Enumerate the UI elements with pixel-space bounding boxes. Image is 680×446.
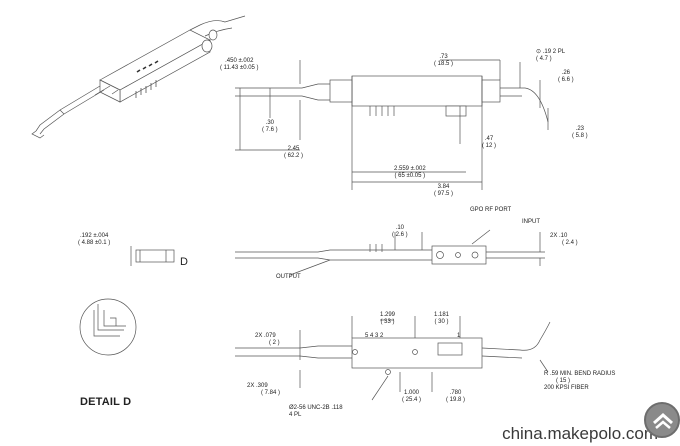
dim-47-value: .47 [484, 136, 494, 142]
dim-30-value: .30 [265, 120, 274, 126]
dim-2x10-prefix: 2X [550, 233, 558, 239]
dim-23-value: .23 [575, 126, 584, 132]
dim-079-value: .079 [264, 333, 276, 339]
dim-384-value: 3.84 [437, 184, 450, 190]
dim-23-label: .23 ( 5.8 ) [572, 126, 588, 140]
thread-label: Ø2-56 UNC-2B .118 4 PL [289, 405, 343, 419]
dim-309-value: .309 [256, 383, 268, 389]
dim-245-label: 2.45 ( 62.2 ) [284, 146, 303, 160]
thread-count: 4 PL [289, 412, 302, 418]
chevron-up-icon [653, 412, 673, 429]
output-label: OUTPUT [276, 274, 301, 280]
top-view [235, 59, 549, 190]
dim-079-label: 2X .079 ( 2 ) [255, 333, 280, 347]
isometric-view [31, 15, 246, 139]
dim-19-note: 2 PL [552, 49, 566, 55]
pin-numbers-label: 5 4 3 2 [365, 333, 384, 339]
dim-73-mm: ( 18.5 ) [434, 61, 454, 67]
dim-780-mm: ( 19.8 ) [446, 397, 466, 403]
dim-47-mm: ( 12 ) [482, 143, 497, 149]
dim-26-value: .26 [561, 70, 570, 76]
dim-19-value: .19 [542, 49, 552, 55]
bend-radius-label: R .59 MIN. BEND RADIUS ( 15 ) 200 KPSI F… [544, 371, 615, 392]
dim-19-label: ⊙ .19 2 PL ( 4.7 ) [536, 49, 566, 62]
input-label: INPUT [522, 219, 540, 225]
dim-384-label: 3.84 ( 97.5 ) [434, 184, 453, 198]
side-view [130, 229, 545, 276]
dim-1181-label: 1.181 ( 30 ) [434, 312, 449, 326]
dim-1299-mm: ( 33 ) [380, 319, 395, 325]
dim-450-label: .450 ±.002 ( 11.43 ±0.05 ) [220, 58, 259, 72]
dim-309-prefix: 2X [247, 383, 255, 389]
dim-26-label: .26 ( 6.6 ) [558, 70, 574, 84]
dim-1000-mm: ( 25.4 ) [402, 397, 422, 403]
bottom-view [235, 316, 551, 401]
dim-73-label: .73 ( 18.5 ) [434, 54, 453, 68]
dim-1299-value: 1.299 [380, 312, 396, 318]
dim-384-mm: ( 97.5 ) [434, 191, 454, 197]
gpo-rf-port-label: GPO RF PORT [470, 207, 512, 213]
detail-d-title: DETAIL D [80, 396, 132, 408]
dim-780-value: .780 [449, 390, 462, 396]
dim-1000-value: 1.000 [404, 390, 420, 396]
dim-47-label: .47 ( 12 ) [482, 136, 496, 150]
dim-450-value: .450 ±.002 [225, 58, 254, 64]
dim-1181-value: 1.181 [434, 312, 450, 318]
dim-309-label: 2X .309 ( 7.84 ) [247, 383, 280, 397]
dim-10-label: .10 ( 2.6 ) [392, 225, 408, 239]
watermark: china.makepolo.com [502, 424, 658, 443]
bend-radius-value: .59 [550, 371, 559, 377]
dim-245-mm: ( 62.2 ) [284, 153, 304, 159]
dim-450-mm: ( 11.43 ±0.05 ) [220, 65, 259, 71]
pin-1-label: 1 [457, 333, 461, 339]
dim-245-value: 2.45 [287, 146, 300, 152]
bend-radius-symbol: R [544, 371, 549, 377]
dim-309-mm: ( 7.84 ) [261, 390, 281, 396]
dim-2x10-value: .10 [559, 233, 568, 239]
dim-73-value: .73 [439, 54, 448, 60]
dim-2x10-mm: ( 2.4 ) [562, 240, 578, 246]
bend-radius-note: MIN. BEND RADIUS [560, 371, 616, 377]
thread-depth: .118 [331, 405, 343, 411]
detail-d-marker: D [180, 256, 188, 268]
dim-2559-label: 2.559 ±.002 ( 65 ±0.05 ) [394, 166, 426, 180]
dim-30-label: .30 ( 7.6 ) [262, 120, 278, 134]
dim-192-label: .192 ±.004 ( 4.88 ±0.1 ) [78, 233, 110, 247]
dim-1299-label: 1.299 ( 33 ) [380, 312, 395, 326]
dim-780-label: .780 ( 19.8 ) [446, 390, 465, 404]
dim-2559-mm: ( 65 ±0.05 ) [394, 173, 426, 179]
bend-radius-mm: ( 15 ) [556, 378, 571, 384]
dim-19-mm: ( 4.7 ) [536, 56, 552, 62]
dim-26-mm: ( 6.6 ) [558, 77, 574, 83]
dim-192-value: .192 ±.004 [79, 233, 109, 239]
dim-2x10-label: 2X .10 ( 2.4 ) [550, 233, 578, 247]
fiber-note: 200 KPSI FIBER [544, 385, 589, 391]
detail-d-view [79, 298, 137, 356]
dim-2559-value: 2.559 ±.002 [394, 166, 426, 172]
scroll-top-button[interactable] [644, 402, 680, 438]
dim-30-mm: ( 7.6 ) [262, 127, 278, 133]
dim-10-mm: ( 2.6 ) [392, 232, 408, 238]
dim-1000-label: 1.000 ( 25.4 ) [402, 390, 421, 404]
dim-1181-mm: ( 30 ) [434, 319, 449, 325]
dim-079-mm: ( 2 ) [269, 340, 280, 346]
dim-079-prefix: 2X [255, 333, 263, 339]
dim-192-mm: ( 4.88 ±0.1 ) [78, 240, 111, 246]
dim-23-mm: ( 5.8 ) [572, 133, 588, 139]
thread-spec: Ø2-56 UNC-2B [289, 405, 330, 411]
dim-10-value: .10 [395, 225, 404, 231]
